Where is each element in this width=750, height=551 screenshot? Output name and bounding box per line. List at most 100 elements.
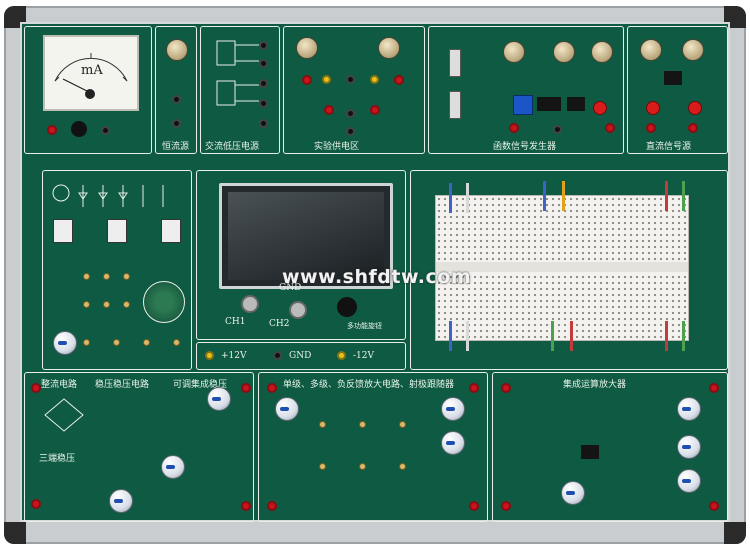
- rectifier-title: 整流电路: [41, 380, 78, 390]
- meter-zero-screw-icon[interactable]: [85, 89, 95, 99]
- pin[interactable]: [319, 463, 326, 470]
- ac-low-voltage-title: 交流低压电源: [205, 142, 260, 152]
- current-output-jack[interactable]: [172, 95, 181, 104]
- offset-knob[interactable]: [677, 435, 701, 459]
- pin[interactable]: [359, 421, 366, 428]
- pin[interactable]: [103, 273, 110, 280]
- fine-tune-knob[interactable]: [591, 41, 613, 63]
- amplitude-knob[interactable]: [503, 41, 525, 63]
- dc-signal-title: 直流信号源: [646, 142, 692, 152]
- current-common-jack[interactable]: [172, 119, 181, 128]
- generator-gnd-jack[interactable]: [553, 125, 562, 134]
- rectifier-jack[interactable]: [31, 499, 41, 509]
- gain-knob[interactable]: [441, 431, 465, 455]
- adjust-knob[interactable]: [109, 489, 133, 513]
- pin[interactable]: [399, 463, 406, 470]
- frequency-knob[interactable]: [553, 41, 575, 63]
- constant-current-panel: 恒流源: [155, 26, 197, 154]
- pin[interactable]: [359, 463, 366, 470]
- ac-jack[interactable]: [259, 119, 268, 128]
- ac-jack[interactable]: [259, 99, 268, 108]
- power-plus-jack[interactable]: [302, 75, 312, 85]
- potentiometer-icon[interactable]: [513, 95, 533, 115]
- reset-button[interactable]: [593, 101, 607, 115]
- power-jack[interactable]: [370, 105, 380, 115]
- power-yellow-jack[interactable]: [322, 75, 331, 84]
- pin[interactable]: [143, 339, 150, 346]
- gain-knob[interactable]: [275, 397, 299, 421]
- power-gnd-jack[interactable]: [346, 75, 355, 84]
- offset-knob[interactable]: [677, 469, 701, 493]
- meter-minus-jack[interactable]: [101, 126, 110, 135]
- pin[interactable]: [399, 421, 406, 428]
- function-generator-panel: 函数信号发生器: [428, 26, 624, 154]
- amplifier-output-jack[interactable]: [469, 383, 479, 393]
- dc-button-right[interactable]: [688, 101, 702, 115]
- power-gnd-jack[interactable]: [346, 127, 355, 136]
- power-rail-panel: +12V GND -12V: [196, 342, 406, 370]
- ac-jack[interactable]: [259, 79, 268, 88]
- pin[interactable]: [83, 339, 90, 346]
- dc-knob-left[interactable]: [640, 39, 662, 61]
- dc-output-jack[interactable]: [646, 123, 656, 133]
- amplifier-input-jack[interactable]: [267, 383, 277, 393]
- power-regulation-panel: 整流电路 稳压稳压电路 可调集成稳压 三端稳压: [24, 372, 254, 522]
- generator-output-jack[interactable]: [605, 123, 615, 133]
- gnd-jack[interactable]: [273, 351, 282, 360]
- component-knob[interactable]: [53, 331, 77, 355]
- rectifier-input-jack[interactable]: [31, 383, 41, 393]
- pin[interactable]: [123, 273, 130, 280]
- pin[interactable]: [319, 421, 326, 428]
- adjust-knob[interactable]: [207, 387, 231, 411]
- adjust-knob[interactable]: [161, 455, 185, 479]
- opamp-jack[interactable]: [501, 501, 511, 511]
- constant-current-title: 恒流源: [162, 142, 190, 152]
- ch1-bnc-connector[interactable]: [241, 295, 259, 313]
- transformer-icon: [216, 40, 259, 106]
- ac-jack[interactable]: [259, 59, 268, 68]
- pin[interactable]: [173, 339, 180, 346]
- fuse-holder-icon[interactable]: [71, 121, 87, 137]
- gain-knob[interactable]: [441, 397, 465, 421]
- pin[interactable]: [83, 301, 90, 308]
- opamp-output-jack[interactable]: [709, 383, 719, 393]
- amplifier-jack[interactable]: [267, 501, 277, 511]
- current-adjust-knob[interactable]: [166, 39, 188, 61]
- opamp-jack[interactable]: [709, 501, 719, 511]
- plus12-jack[interactable]: [205, 351, 214, 360]
- opamp-input-jack[interactable]: [501, 383, 511, 393]
- milliammeter: mA: [43, 35, 139, 111]
- waveform-switch[interactable]: [449, 49, 461, 77]
- output-jack[interactable]: [241, 383, 251, 393]
- meter-plus-jack[interactable]: [47, 125, 57, 135]
- ic-chip-icon: [567, 97, 585, 111]
- multi-function-knob[interactable]: [337, 297, 357, 317]
- ac-jack[interactable]: [259, 41, 268, 50]
- pin[interactable]: [123, 301, 130, 308]
- output-jack[interactable]: [241, 501, 251, 511]
- ch2-bnc-connector[interactable]: [289, 301, 307, 319]
- breadboard[interactable]: [435, 195, 689, 341]
- lcd-screen[interactable]: [219, 183, 393, 289]
- pin[interactable]: [113, 339, 120, 346]
- generator-output-jack[interactable]: [509, 123, 519, 133]
- power-yellow-jack[interactable]: [370, 75, 379, 84]
- power-minus-jack[interactable]: [394, 75, 404, 85]
- dc-output-jack[interactable]: [688, 123, 698, 133]
- ch1-label: CH1: [225, 317, 246, 327]
- ribbon-cable-icon: [543, 181, 565, 211]
- minus12-jack[interactable]: [337, 351, 346, 360]
- power-jack[interactable]: [346, 109, 355, 118]
- amplifier-jack[interactable]: [469, 501, 479, 511]
- function-generator-title: 函数信号发生器: [493, 142, 557, 152]
- pin[interactable]: [83, 273, 90, 280]
- pin[interactable]: [103, 301, 110, 308]
- power-jack[interactable]: [324, 105, 334, 115]
- power-adjust-knob-left[interactable]: [296, 37, 318, 59]
- dc-knob-right[interactable]: [682, 39, 704, 61]
- dc-button-left[interactable]: [646, 101, 660, 115]
- range-switch[interactable]: [449, 91, 461, 119]
- offset-knob[interactable]: [677, 397, 701, 421]
- offset-knob[interactable]: [561, 481, 585, 505]
- power-adjust-knob-right[interactable]: [378, 37, 400, 59]
